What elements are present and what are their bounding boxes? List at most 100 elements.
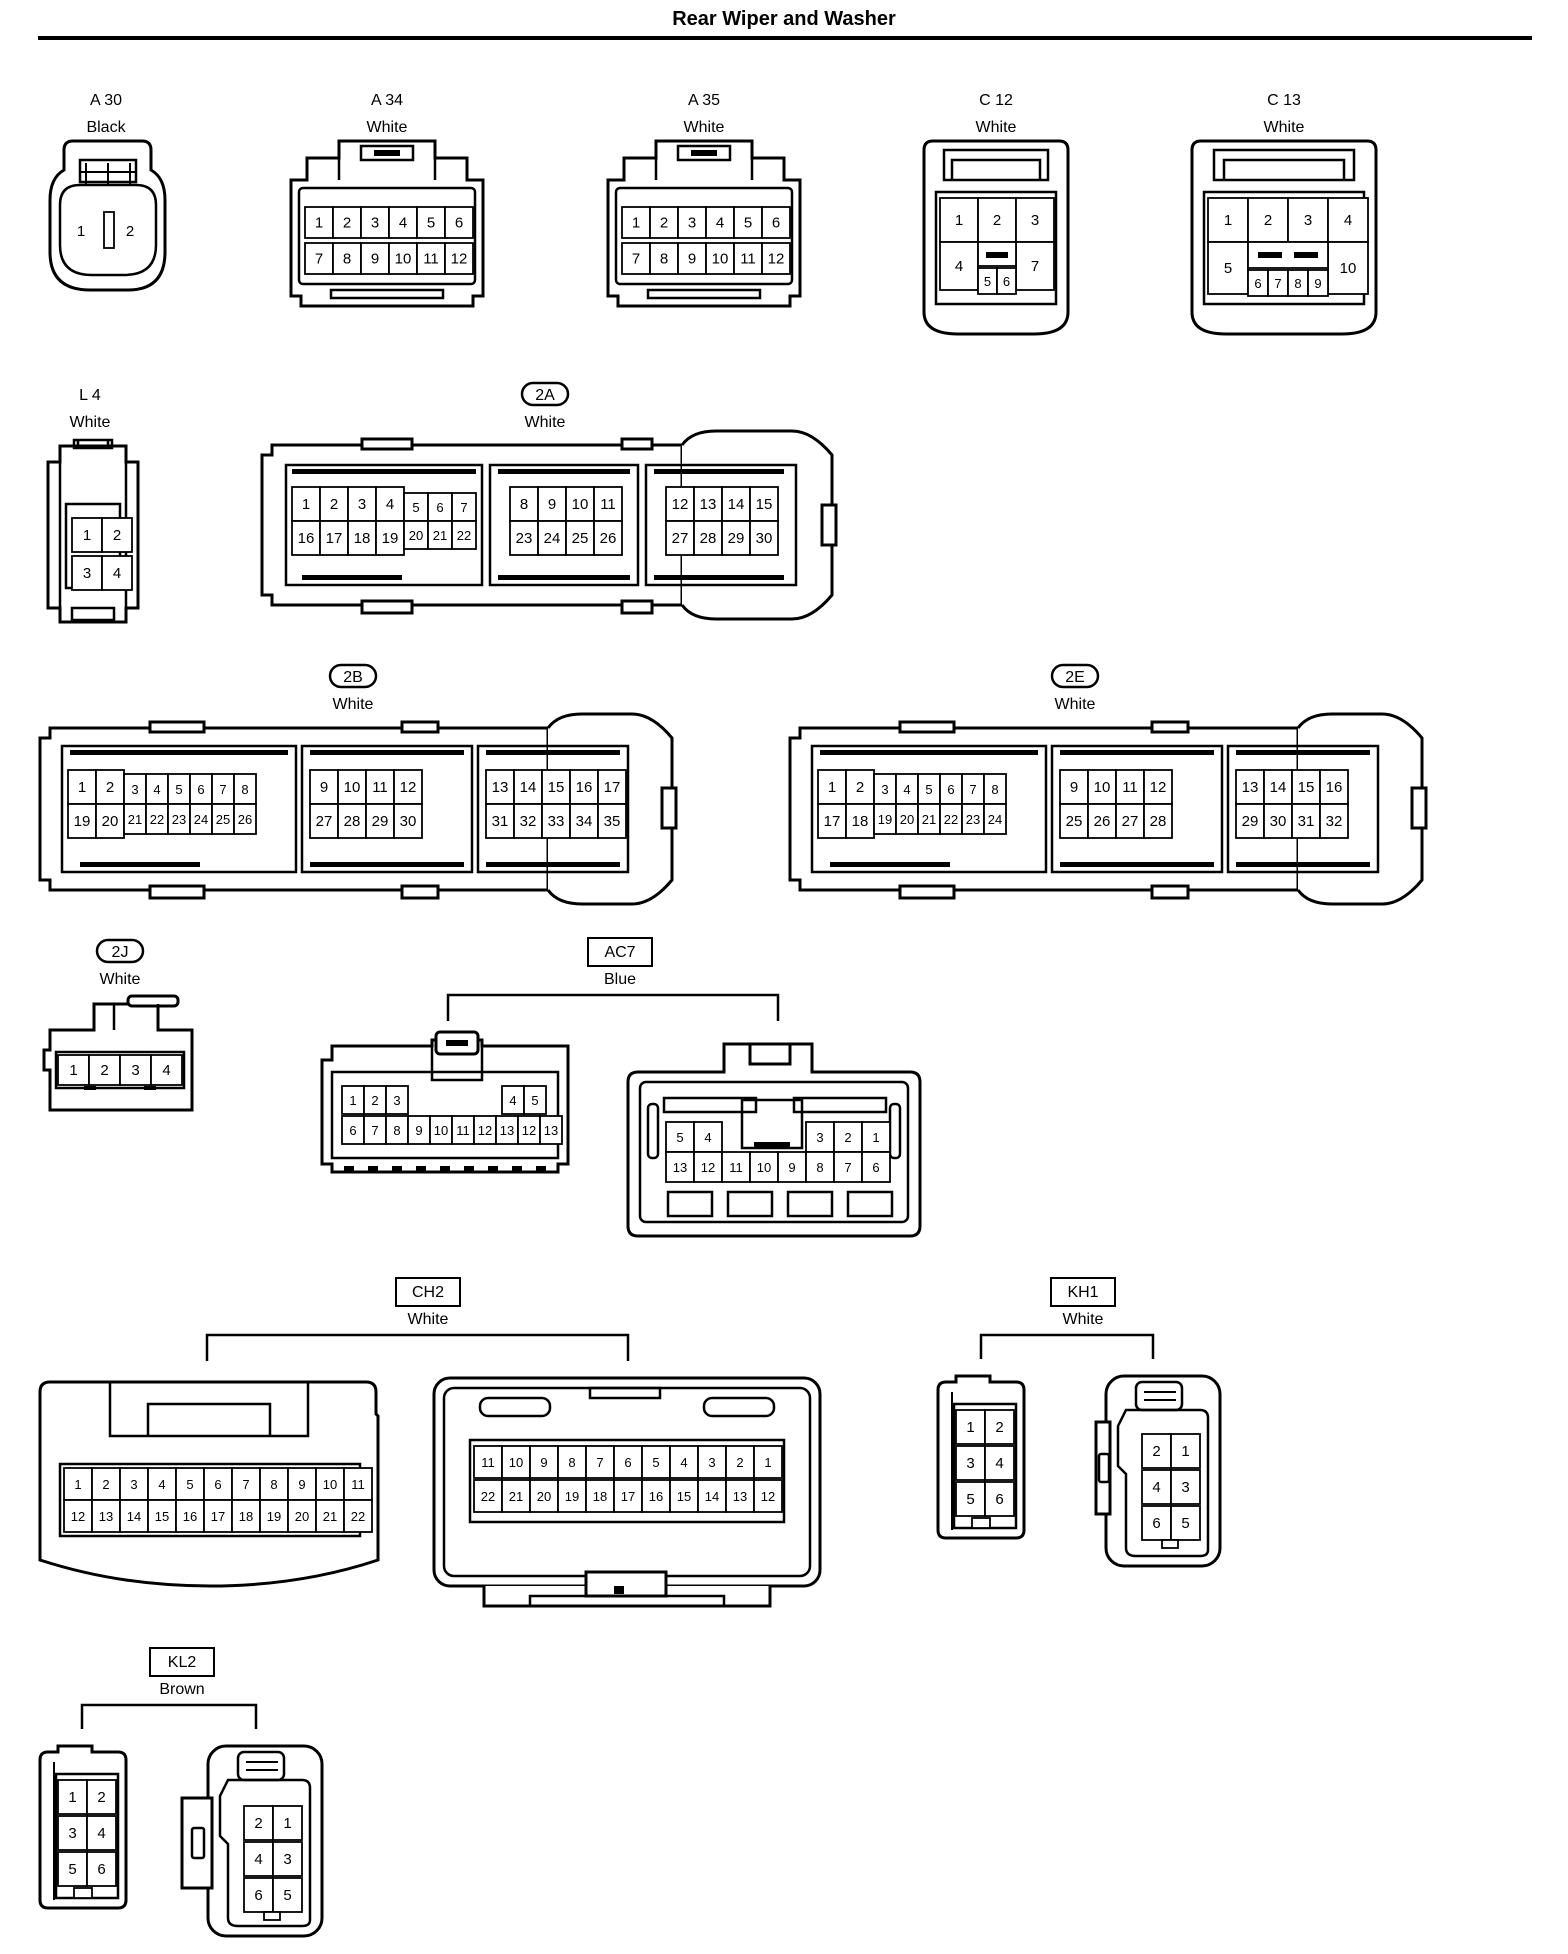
pin-number: 13 (733, 1489, 747, 1504)
pin-cell (119, 1054, 152, 1086)
pin-number: 5 (186, 1477, 193, 1492)
housing-part (148, 720, 206, 734)
pin-cell (388, 242, 418, 275)
pin-number: 24 (544, 530, 561, 547)
housing-part (468, 1438, 786, 1524)
pin-cell (597, 803, 627, 839)
pin-number: 9 (540, 1455, 547, 1470)
lock-bar (486, 862, 620, 867)
connector-color: White (367, 119, 408, 136)
lock-bar (344, 1166, 354, 1172)
connector-code: L 4 (79, 387, 101, 404)
pin-number: 29 (372, 813, 389, 830)
pin-cell (983, 803, 1007, 835)
pin-number: 12 (478, 1123, 492, 1138)
pin-number: 19 (878, 812, 892, 827)
housing-part (1050, 744, 1224, 874)
pin-number: 27 (316, 813, 333, 830)
pin-number: 12 (768, 251, 785, 268)
pin-cell (101, 517, 133, 553)
pin-number: 8 (393, 1123, 400, 1138)
pin-number: 7 (460, 500, 467, 515)
pin-number: 15 (1298, 779, 1315, 796)
pin-number: 17 (604, 779, 621, 796)
pin-number: 10 (1094, 779, 1111, 796)
housing-outline (146, 1402, 272, 1436)
pin-number: 14 (127, 1509, 141, 1524)
pin-number: 3 (966, 1455, 974, 1472)
pin-number: 30 (400, 813, 417, 830)
lock-bar (488, 1166, 498, 1172)
pair-bracket (979, 1333, 1155, 1359)
pin-number: 26 (600, 530, 617, 547)
lock-bar (392, 1166, 402, 1172)
pin-number: 8 (270, 1477, 277, 1492)
pin-cell (1115, 803, 1145, 839)
pin-cell (641, 1445, 671, 1479)
connector-color: White (684, 119, 725, 136)
pin-cell (597, 769, 627, 805)
pin-number: 2 (995, 1419, 1003, 1436)
pin-number: 20 (102, 813, 119, 830)
pin-number: 5 (676, 1130, 683, 1145)
pin-cell (272, 1877, 303, 1913)
pin-number: 7 (242, 1477, 249, 1492)
label-badge (328, 663, 378, 689)
pin-number: 25 (216, 812, 230, 827)
pin-number: 29 (1242, 813, 1259, 830)
connector-code: KH1 (1067, 1284, 1098, 1301)
pin-number: 30 (1270, 813, 1287, 830)
pin-cell (385, 1085, 409, 1115)
pin-number: 28 (1150, 813, 1167, 830)
pin-number: 4 (254, 1851, 262, 1868)
lock-bar (830, 862, 950, 867)
pin-number: 16 (576, 779, 593, 796)
pin-number: 30 (756, 530, 773, 547)
pin-cell (119, 1499, 149, 1533)
pin-number: 1 (68, 1789, 76, 1806)
pin-number: 4 (995, 1455, 1003, 1472)
pin-number: 13 (500, 1123, 514, 1138)
housing-part (660, 786, 678, 830)
lock-bar (486, 750, 620, 755)
pin-number: 5 (283, 1887, 291, 1904)
pin-cell (1170, 1505, 1201, 1541)
lock-bar (368, 1166, 378, 1172)
pin-number: 6 (947, 782, 954, 797)
pin-number: 17 (824, 813, 841, 830)
pin-cell (939, 241, 979, 291)
bracket-line (979, 1333, 1155, 1359)
housing-part (360, 437, 414, 451)
pin-number: 7 (844, 1160, 851, 1175)
pin-number: 9 (320, 779, 328, 796)
connector-code: C 12 (979, 92, 1013, 109)
pin-number: 7 (219, 782, 226, 797)
pin-cell (1170, 1469, 1201, 1505)
pin-number: 9 (688, 251, 696, 268)
pin-number: 5 (744, 215, 752, 232)
pin-cell (309, 769, 339, 805)
lock-bar (498, 469, 630, 474)
label-badge (587, 937, 653, 967)
pin-cell (1319, 803, 1349, 839)
pin-number: 15 (548, 779, 565, 796)
housing-outline (1116, 1408, 1210, 1558)
housing-part (360, 599, 414, 615)
pin-number: 16 (649, 1489, 663, 1504)
pin-cell (1263, 803, 1293, 839)
pin-cell (1263, 769, 1293, 805)
pin-number: 8 (816, 1160, 823, 1175)
pin-number: 8 (568, 1455, 575, 1470)
pin-number: 8 (241, 782, 248, 797)
housing-part (846, 1190, 894, 1218)
pin-cell (1015, 241, 1055, 291)
housing-part (748, 1042, 792, 1066)
pin-cell (150, 1054, 183, 1086)
pin-cell (71, 517, 103, 553)
